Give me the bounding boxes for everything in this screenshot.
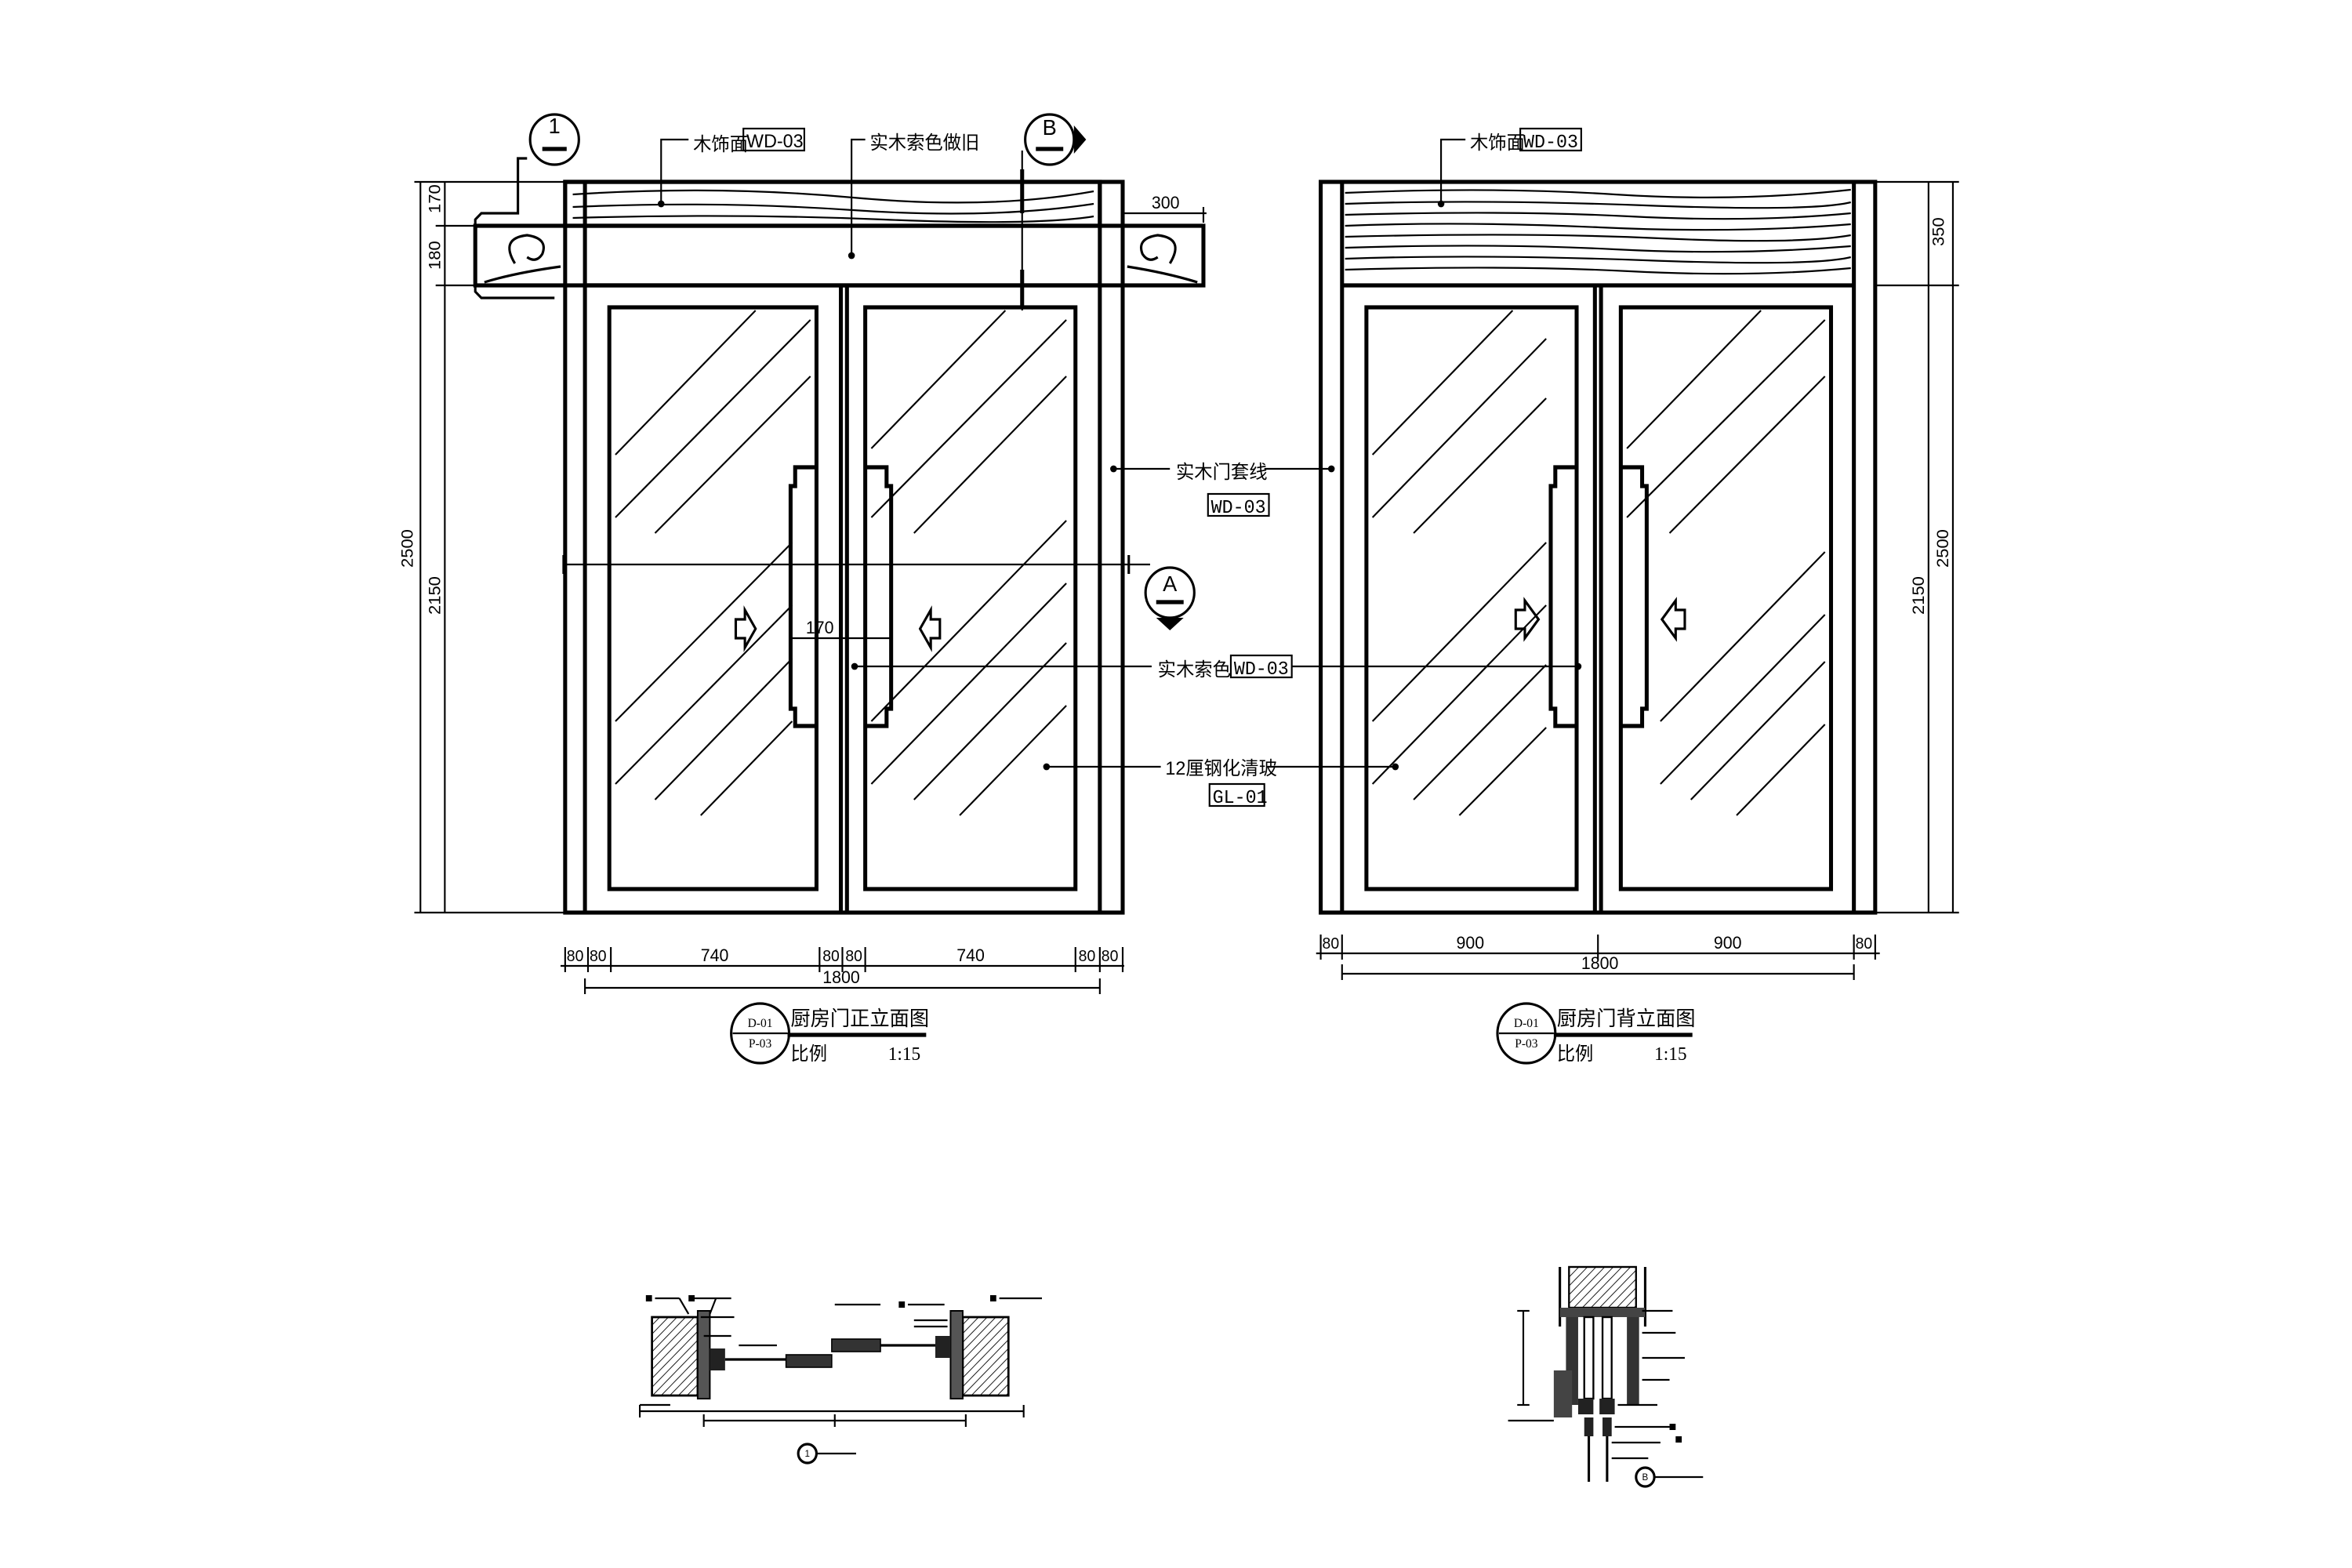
section-marker-1 <box>528 113 580 166</box>
back-dim-350: 350 <box>1929 217 1948 246</box>
wood-face-code: WD-03 <box>746 132 804 152</box>
back-dim-b80a: 80 <box>1323 935 1340 953</box>
front-right-glass <box>863 305 1078 891</box>
casing-code: WD-03 <box>1211 498 1266 519</box>
front-right-open-arrow <box>918 605 942 652</box>
dim-b80e: 80 <box>1079 948 1096 965</box>
dim-b740b: 740 <box>956 946 985 965</box>
front-sheet-bottom: P-03 <box>749 1037 771 1051</box>
back-wood-face-label: 木饰面 <box>1470 132 1525 154</box>
back-dim-2500: 2500 <box>1933 529 1952 568</box>
aged-stain-label: 实木索色做旧 <box>869 132 979 154</box>
section-marker-b-label: B <box>1043 115 1057 140</box>
dim-2150: 2150 <box>425 576 445 615</box>
stain-label: 实木索色 <box>1158 659 1231 681</box>
dim-b80b: 80 <box>590 948 607 965</box>
dim-b80d: 80 <box>845 948 862 965</box>
dim-b80a: 80 <box>567 948 584 965</box>
back-right-glass <box>1618 305 1834 891</box>
front-door-casing <box>563 180 1125 915</box>
dim-b80f: 80 <box>1102 948 1119 965</box>
back-scale-value: 1:15 <box>1654 1044 1686 1065</box>
detail-marker-1-label: 1 <box>805 1448 810 1459</box>
dim-2500: 2500 <box>397 529 417 568</box>
back-sheet-top: D-01 <box>1514 1017 1539 1030</box>
casing-label: 实木门套线 <box>1176 462 1268 483</box>
back-wood-face-code: WD-03 <box>1523 132 1578 154</box>
front-elevation: 1 B A 木饰面 WD-03 实木索色做旧 实木门套线 WD-03 实木索色 <box>397 113 1582 1065</box>
wood-face-label: 木饰面 <box>693 134 748 155</box>
glass-code: GL-01 <box>1213 788 1268 809</box>
back-left-glass <box>1364 305 1579 891</box>
back-title: 厨房门背立面图 <box>1557 1007 1696 1030</box>
section-marker-1-label: 1 <box>549 114 561 138</box>
back-scale-label: 比例 <box>1557 1044 1594 1065</box>
dim-180: 180 <box>425 241 445 270</box>
back-door-casing <box>1319 180 1878 915</box>
detail-vertical-section: B <box>1508 1265 1704 1488</box>
dim-b740a: 740 <box>701 946 729 965</box>
dim-170: 170 <box>425 184 445 213</box>
back-dim-b1800: 1800 <box>1581 953 1619 973</box>
front-left-glass <box>607 305 818 891</box>
glass-label: 12厘钢化清玻 <box>1165 758 1277 779</box>
front-scale-label: 比例 <box>790 1044 827 1065</box>
back-elevation: 木饰面 WD-03 350 2150 2500 80 900 900 80 18… <box>1316 127 1959 1065</box>
back-sheet-bottom: P-03 <box>1515 1037 1537 1051</box>
back-left-open-arrow <box>1514 597 1541 642</box>
front-transom-wood-panel <box>563 180 1102 228</box>
front-left-open-arrow <box>734 605 757 652</box>
front-sheet-top: D-01 <box>748 1017 773 1030</box>
dim-b1800: 1800 <box>822 967 860 987</box>
dim-handle-170: 170 <box>806 618 834 637</box>
stain-code: WD-03 <box>1234 659 1289 681</box>
dim-b80c: 80 <box>822 948 840 965</box>
back-dim-b900b: 900 <box>1714 933 1742 953</box>
back-dim-2150: 2150 <box>1908 576 1928 615</box>
dim-300: 300 <box>1152 193 1180 212</box>
front-title: 厨房门正立面图 <box>790 1007 929 1030</box>
detail-plan-section: 1 <box>638 1295 1043 1465</box>
detail-marker-b-label: B <box>1642 1472 1649 1483</box>
back-dim-b80b: 80 <box>1856 935 1873 953</box>
section-marker-a-label: A <box>1163 572 1178 596</box>
back-dim-b900a: 900 <box>1457 933 1485 953</box>
front-scale-value: 1:15 <box>888 1044 920 1065</box>
back-right-open-arrow <box>1660 597 1686 642</box>
